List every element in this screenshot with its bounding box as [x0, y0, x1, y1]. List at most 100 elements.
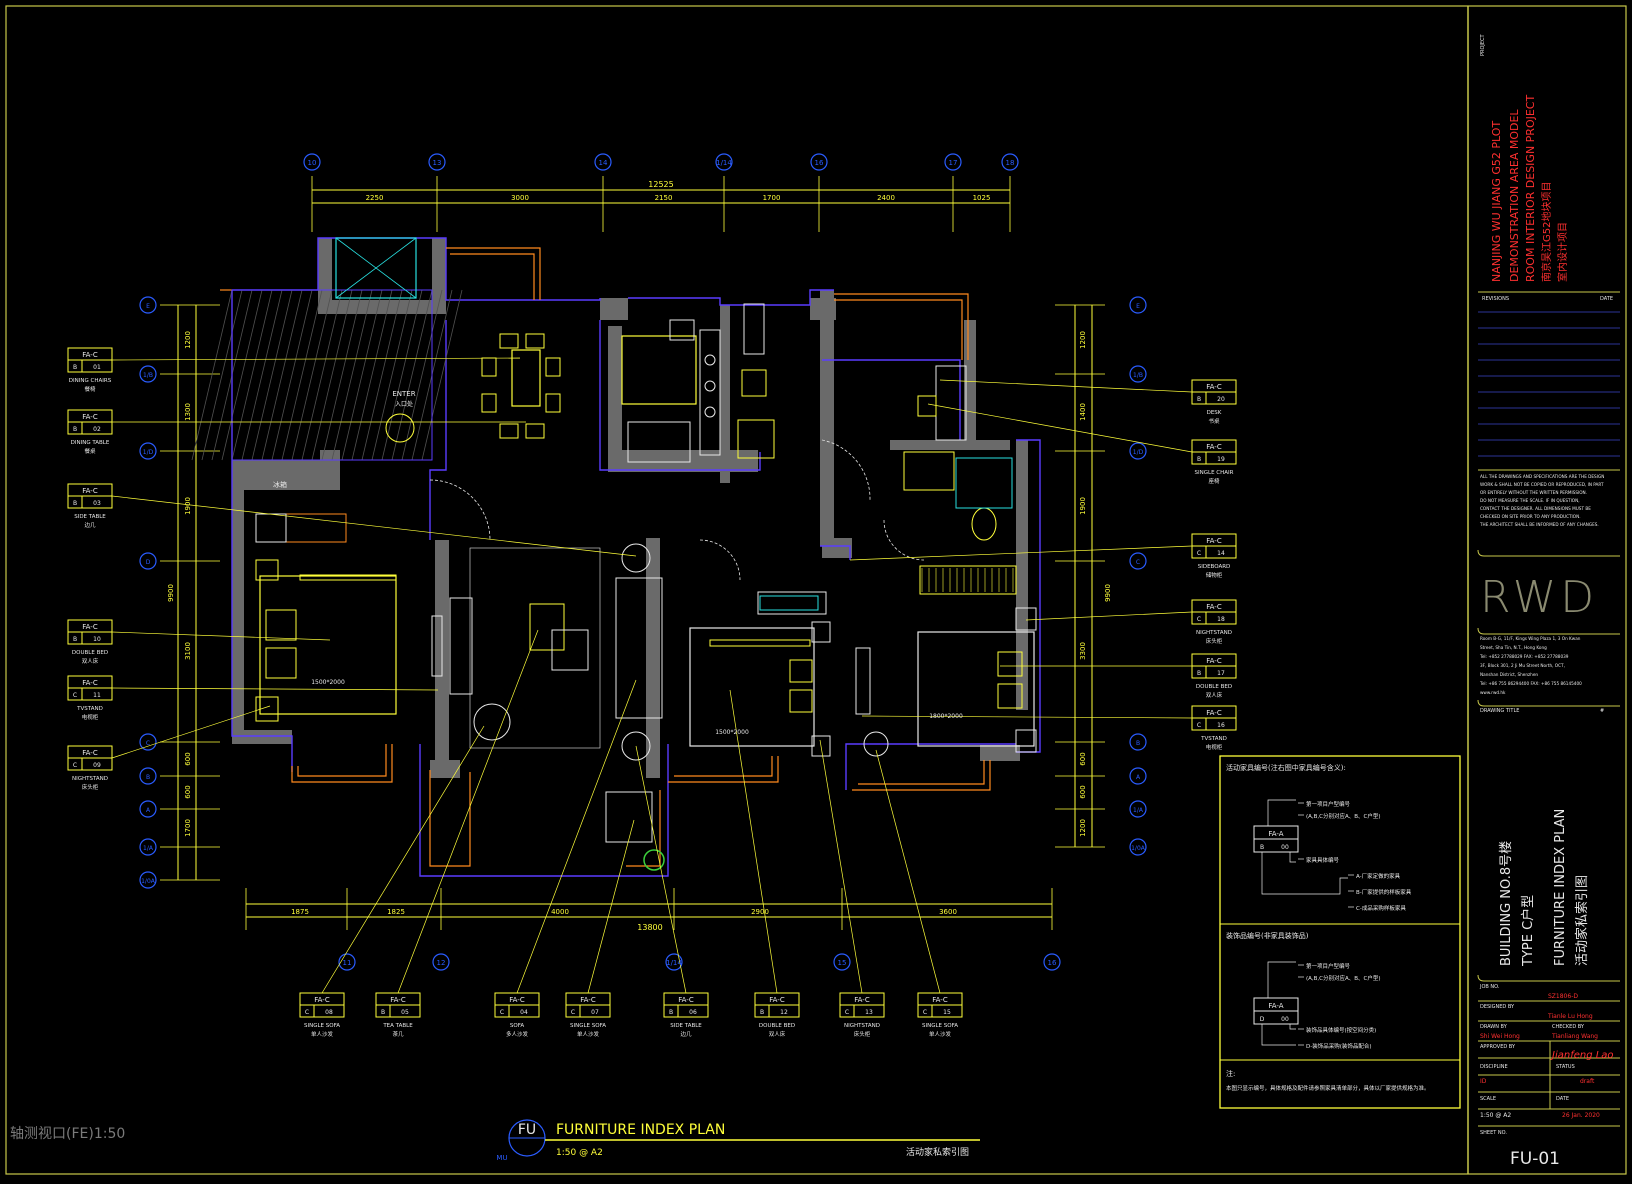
grid-bubble-right [1129, 767, 1147, 785]
leader-line [729, 689, 778, 994]
tag-label: TVSTAND [1200, 736, 1227, 742]
pillow [265, 647, 297, 679]
tag-row: C [305, 1009, 309, 1016]
tb-project-label: PROJECT [1480, 33, 1486, 56]
tag-label: SIDE TABLE [670, 1023, 702, 1029]
tag-label-cn: 床头柜 [1206, 637, 1223, 645]
legend-line: (A,B,C分别对应A、B、C户型) [1306, 974, 1381, 982]
grid-bubble-right [1129, 800, 1147, 818]
dim-left: 600 [184, 785, 192, 798]
legend-title-2: 装饰品编号(非家具装饰品) [1226, 931, 1309, 940]
dim-left: 1300 [184, 403, 192, 421]
tag-code: FA-C [82, 351, 98, 359]
dim-left: 1900 [184, 497, 192, 515]
wall [232, 488, 244, 736]
legend-num: 00 [1281, 1016, 1289, 1023]
dim-right: 1900 [1079, 497, 1087, 515]
tv-cabinet [449, 597, 473, 695]
dining-chair [525, 423, 545, 439]
tag-label: DOUBLE BED [1196, 684, 1232, 690]
grid-bubble-top [944, 153, 962, 171]
leader-line [849, 545, 1193, 561]
tb-discipline-label: DISCIPLINE [1480, 1064, 1508, 1070]
grid-label-bottom: 12 [437, 959, 446, 967]
tag-row: B [381, 1009, 385, 1016]
tag-label-cn: 餐椅 [84, 385, 96, 393]
legend-box [1253, 838, 1299, 853]
tag-code: FA-C [82, 679, 98, 687]
legend-connector [1261, 852, 1348, 895]
tag-number: 07 [591, 1009, 599, 1016]
grid-label-top: 16 [815, 159, 824, 167]
legend-line: 第一项目户型编号 [1306, 800, 1351, 808]
dim-right: 1200 [1079, 331, 1087, 349]
grid-bubble-right [1129, 442, 1147, 460]
hatch-line [201, 289, 243, 461]
tag-box-bottom [1191, 391, 1237, 405]
dining-chair [545, 393, 561, 413]
tb-revisions: REVISIONS [1482, 296, 1509, 302]
tag-box-bottom [67, 495, 113, 509]
tb-drawing-title-num: # [1600, 708, 1604, 714]
grid-label-left: 1/A [143, 845, 154, 852]
double-bed-left [259, 575, 397, 715]
hatch-line [391, 289, 433, 461]
tag-number: 12 [780, 1009, 788, 1016]
tag-code: FA-C [509, 996, 525, 1004]
tb-note: DO NOT MEASURE THE SCALE. IF IN QUESTION… [1480, 498, 1580, 503]
legend-line: 第一项目户型编号 [1306, 962, 1351, 970]
tb-project-line: 南京吴江G52地块项目 [1540, 182, 1553, 282]
tb-checked-value: Tianliang Wang [1551, 1033, 1598, 1040]
tb-address: Street, Sha Tin, N.T., Hong Kong [1480, 645, 1547, 650]
legend-connector [1261, 1024, 1296, 1046]
tv-stand-left [431, 615, 443, 677]
tag-label: SINGLE SOFA [304, 1023, 340, 1029]
revision-grid [1478, 311, 1620, 457]
legend-connector [1289, 852, 1296, 863]
hatch-line [311, 289, 353, 461]
stair-line [335, 237, 417, 299]
tag-code: FA-C [1206, 537, 1222, 545]
wall [720, 305, 730, 483]
grid-label-top: 14 [599, 159, 608, 167]
dim-total-right: 9900 [1104, 584, 1112, 602]
tag-row: B [1197, 670, 1201, 677]
hatch-line [281, 289, 323, 461]
tag-code: FA-C [854, 996, 870, 1004]
nightstand [255, 696, 279, 722]
tb-checked-label: CHECKED BY [1552, 1024, 1585, 1030]
hatch-line [221, 289, 263, 461]
sink [669, 319, 695, 341]
tag-code: FA-C [390, 996, 406, 1004]
tag-row: B [1197, 396, 1201, 403]
tag-number: 05 [401, 1009, 409, 1016]
tag-label: NIGHTSTAND [72, 776, 108, 782]
tag-box-bottom [67, 359, 113, 373]
wall [608, 326, 622, 466]
tag-code: FA-C [82, 413, 98, 421]
legend-note-title: 注: [1226, 1069, 1235, 1078]
entry-label-cn: 入口处 [395, 400, 413, 408]
desk [935, 365, 967, 441]
tag-label-cn: 书桌 [1208, 417, 1220, 425]
double-bed-right [917, 631, 1035, 747]
pillow [997, 683, 1023, 709]
door-swing [429, 479, 491, 541]
grid-label-bottom: 1/14 [666, 959, 682, 967]
tag-row: B [73, 500, 77, 507]
nightstand [811, 621, 831, 643]
tag-box-bottom [375, 1004, 421, 1018]
tag-row: C [500, 1009, 504, 1016]
hatch-line [301, 289, 343, 461]
dining-table [511, 349, 541, 407]
tag-label: DINING TABLE [71, 440, 110, 446]
shower [743, 303, 765, 355]
dim-total-left: 9900 [167, 584, 175, 602]
tag-number: 01 [93, 364, 101, 371]
tb-address: 3F, Block 301, 2 Ji Mu Street North, OCT… [1480, 663, 1565, 668]
leader-line [516, 679, 637, 994]
leader-line [587, 819, 635, 994]
grid-bubble-top [428, 153, 446, 171]
legend-connector [1289, 1024, 1296, 1030]
